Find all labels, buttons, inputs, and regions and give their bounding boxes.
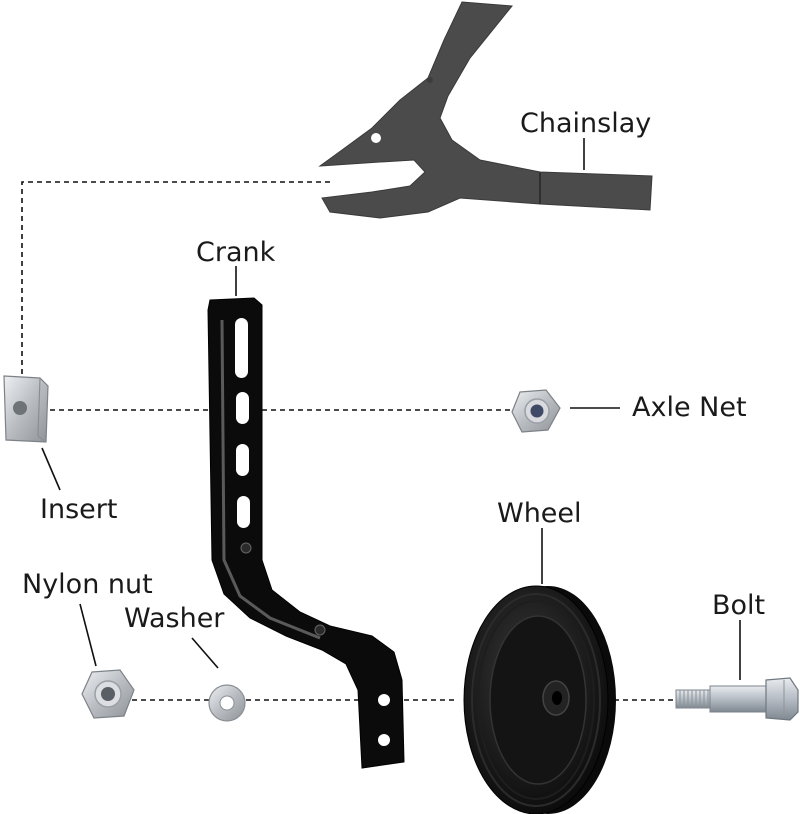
nylon-nut-bore bbox=[101, 687, 115, 701]
chainstay-to-insert-line bbox=[22, 182, 330, 375]
label-wheel: Wheel bbox=[497, 498, 582, 529]
axle-nut-part bbox=[512, 390, 560, 432]
insert-part bbox=[4, 376, 48, 442]
wheel-rim bbox=[490, 616, 586, 784]
label-bolt: Bolt bbox=[712, 590, 765, 621]
part-labels: Chainslay Crank Axle Net Insert Wheel Ny… bbox=[22, 108, 765, 634]
crank-hole-1 bbox=[378, 694, 390, 706]
crank-rivet-2 bbox=[315, 625, 325, 635]
washer-hole bbox=[220, 696, 234, 710]
crank-slot-2 bbox=[236, 392, 249, 424]
washer-leader bbox=[192, 638, 218, 668]
insert-hole bbox=[13, 401, 27, 415]
bolt-thread bbox=[676, 690, 712, 708]
wheel-hub-bore bbox=[552, 691, 562, 705]
insert-leader bbox=[42, 448, 60, 490]
wheel-part bbox=[464, 586, 616, 814]
label-chainslay: Chainslay bbox=[520, 108, 651, 139]
crank-slot-4 bbox=[237, 496, 250, 528]
nylon-nut-leader bbox=[80, 604, 96, 666]
crank-rivet-1 bbox=[241, 543, 251, 553]
bolt-shank bbox=[710, 686, 766, 712]
label-insert: Insert bbox=[40, 494, 117, 525]
chainstay-hole bbox=[371, 133, 381, 143]
label-axle-net: Axle Net bbox=[632, 392, 747, 423]
bolt-head bbox=[766, 678, 798, 720]
bolt-part bbox=[676, 678, 798, 720]
label-washer: Washer bbox=[124, 603, 225, 634]
label-crank: Crank bbox=[196, 237, 276, 268]
chainstay-dimple bbox=[427, 77, 433, 83]
crank-slot-3 bbox=[236, 444, 249, 476]
washer-part bbox=[209, 685, 245, 721]
crank-slot-1 bbox=[235, 318, 248, 378]
nylon-nut-part bbox=[82, 670, 134, 718]
axle-nut-bore bbox=[531, 405, 544, 418]
label-nylon-nut: Nylon nut bbox=[22, 569, 153, 600]
crank-hole-2 bbox=[378, 734, 390, 746]
